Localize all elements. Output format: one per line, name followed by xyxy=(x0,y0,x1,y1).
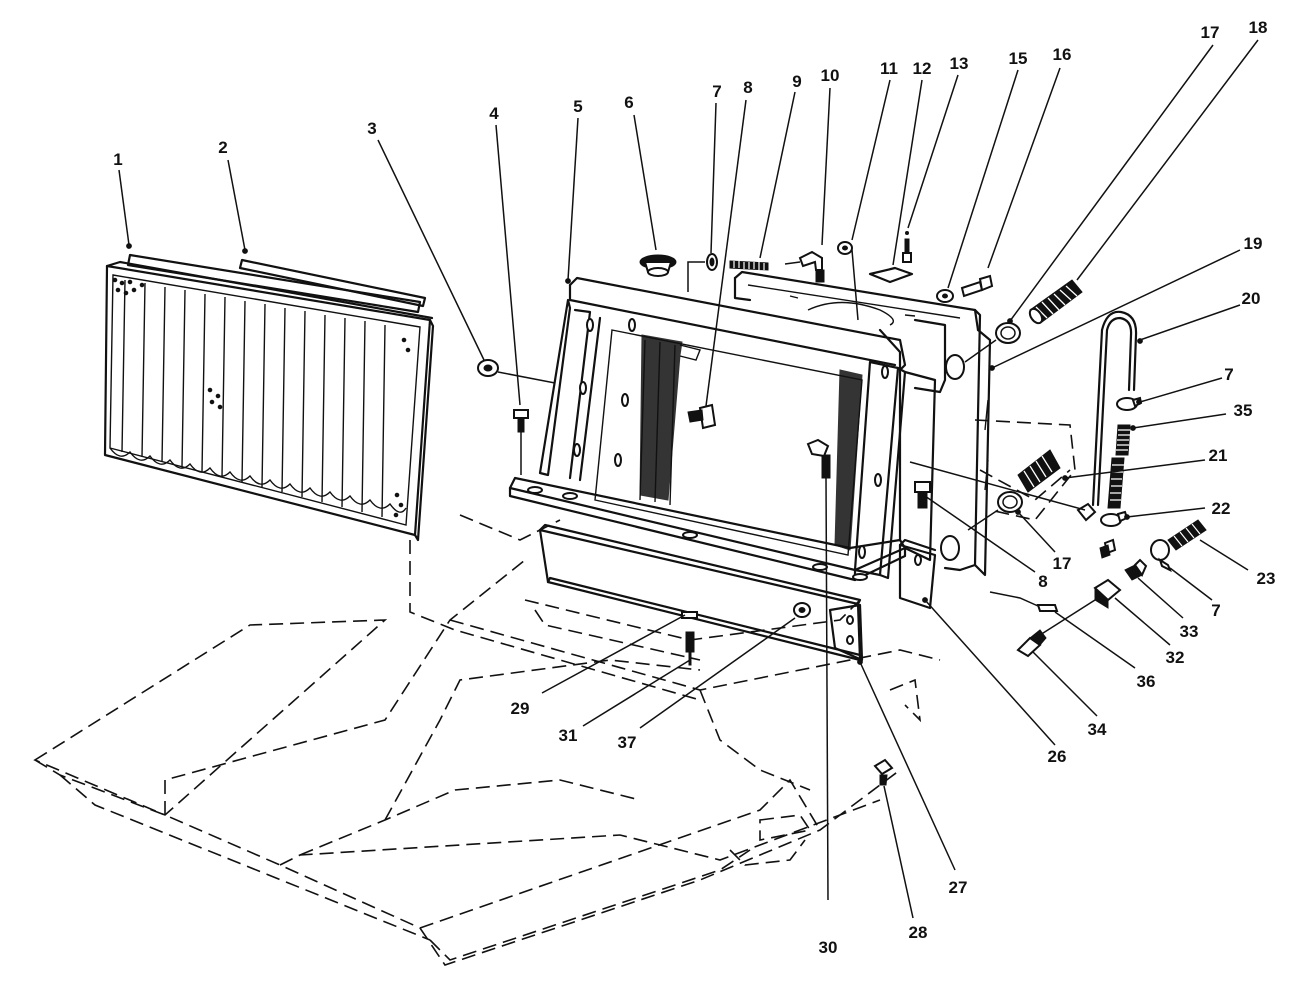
mount-bracket-lower xyxy=(828,603,864,662)
callout-5: 5 xyxy=(573,97,582,116)
barb-fitting xyxy=(1016,629,1047,658)
callout-3: 3 xyxy=(367,119,376,138)
drain-hose xyxy=(1167,519,1207,551)
block-fitting xyxy=(1039,578,1122,636)
hose-clamp-drain xyxy=(1150,539,1172,573)
hose-clamp-lower-small xyxy=(1100,510,1129,527)
callout-33: 33 xyxy=(1180,622,1199,641)
callout-28: 28 xyxy=(909,923,928,942)
callout-27: 27 xyxy=(949,878,968,897)
mounting-bracket-right xyxy=(898,538,937,610)
seal-strip-top xyxy=(238,258,427,308)
washer xyxy=(936,289,954,303)
bolt-right xyxy=(914,481,931,509)
upper-radiator-hose xyxy=(1028,279,1083,325)
callout-17-lower: 17 xyxy=(1053,554,1072,573)
callout-11: 11 xyxy=(880,59,898,78)
radiator-screen xyxy=(103,260,435,542)
overflow-tube xyxy=(1091,310,1138,507)
callout-7-right: 7 xyxy=(1224,365,1233,384)
leader-lines xyxy=(118,39,1259,919)
radiator-shroud-frame xyxy=(508,276,947,582)
callout-35: 35 xyxy=(1234,401,1253,420)
rubber-grommet xyxy=(477,359,556,384)
callout-8-top: 8 xyxy=(743,78,752,97)
flange-bolt xyxy=(513,409,529,475)
center-stud xyxy=(806,438,831,901)
callout-26: 26 xyxy=(1048,747,1067,766)
lower-shroud-panel xyxy=(538,523,862,662)
hose-clamp-top xyxy=(687,253,718,292)
radiator-core xyxy=(733,270,992,577)
drain-valve-assembly xyxy=(1099,538,1117,559)
callout-1: 1 xyxy=(113,150,122,169)
callout-19: 19 xyxy=(1244,234,1263,253)
callout-30: 30 xyxy=(819,938,838,957)
bracket-clip xyxy=(1076,502,1097,522)
hose-clamp-lower xyxy=(967,491,1023,531)
callout-6: 6 xyxy=(624,93,633,112)
wing-nut xyxy=(873,758,894,786)
decal xyxy=(868,266,914,284)
drain-plug xyxy=(989,591,1059,612)
hex-bolt xyxy=(960,274,994,298)
callout-29: 29 xyxy=(511,699,530,718)
hose-clamp-upper xyxy=(964,322,1021,363)
callout-37: 37 xyxy=(618,733,637,752)
callout-7-top: 7 xyxy=(712,82,721,101)
callout-12: 12 xyxy=(913,59,932,78)
callout-23: 23 xyxy=(1257,569,1276,588)
callout-17-top: 17 xyxy=(1201,23,1220,42)
elbow-fitting xyxy=(784,250,825,283)
nut-top xyxy=(837,241,859,321)
callout-10: 10 xyxy=(821,66,840,85)
callout-21: 21 xyxy=(1209,446,1228,465)
callout-8-lower: 8 xyxy=(1038,572,1047,591)
radiator-cap xyxy=(639,254,677,277)
lower-radiator-hose xyxy=(909,449,1086,511)
callout-22: 22 xyxy=(1212,499,1231,518)
hex-bolt-center xyxy=(687,403,717,430)
callout-18: 18 xyxy=(1249,18,1268,37)
callout-34: 34 xyxy=(1088,720,1107,739)
callout-7-lower: 7 xyxy=(1211,601,1220,620)
callout-4: 4 xyxy=(489,104,499,123)
hose-spring xyxy=(1115,424,1131,456)
callout-16: 16 xyxy=(1053,45,1072,64)
callout-labels: 1 2 3 4 5 6 7 8 9 10 11 12 13 15 16 17 1… xyxy=(113,18,1275,957)
small-screw xyxy=(902,231,912,263)
callout-2: 2 xyxy=(218,138,227,157)
callout-36: 36 xyxy=(1137,672,1156,691)
leader-dots xyxy=(126,243,1143,665)
callout-15: 15 xyxy=(1009,49,1028,68)
petcock xyxy=(1124,558,1148,581)
overflow-hose-long xyxy=(1107,457,1125,509)
callout-9: 9 xyxy=(792,72,801,91)
overflow-hose-short xyxy=(729,260,769,271)
callout-20: 20 xyxy=(1242,289,1261,308)
seal-strip-upper xyxy=(126,253,422,314)
chassis-frame-phantom xyxy=(33,419,1076,966)
callout-13: 13 xyxy=(950,54,969,73)
callout-31: 31 xyxy=(559,726,578,745)
callout-32: 32 xyxy=(1166,648,1185,667)
